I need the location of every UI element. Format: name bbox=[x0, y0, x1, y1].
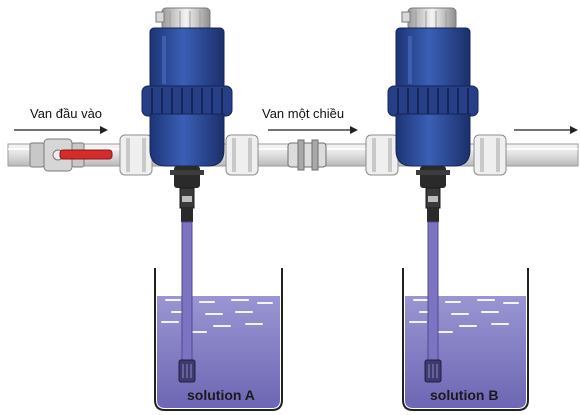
dosing-pump-a bbox=[141, 7, 233, 222]
pump-a-inlet-union bbox=[119, 134, 153, 176]
inlet-valve-label: Van đầu vào bbox=[30, 106, 103, 121]
outlet-flow-arrow bbox=[514, 126, 578, 134]
pump-a-outlet-union bbox=[225, 134, 259, 176]
pump-b-outlet-union bbox=[473, 134, 507, 176]
dosing-pump-b bbox=[387, 7, 479, 222]
inlet-valve bbox=[29, 138, 113, 172]
valve-handle bbox=[59, 149, 113, 160]
pump-b-inlet-union bbox=[365, 134, 399, 176]
solution-tank-a bbox=[154, 221, 283, 411]
solution-a-label: solution A bbox=[187, 387, 255, 403]
check-valve-label: Van một chiều bbox=[262, 106, 345, 121]
middle-flow-arrow bbox=[268, 126, 358, 134]
solution-tank-b bbox=[402, 221, 529, 411]
solution-b-label: solution B bbox=[430, 387, 499, 403]
inlet-flow-arrow bbox=[14, 126, 108, 134]
check-valve bbox=[287, 139, 327, 171]
